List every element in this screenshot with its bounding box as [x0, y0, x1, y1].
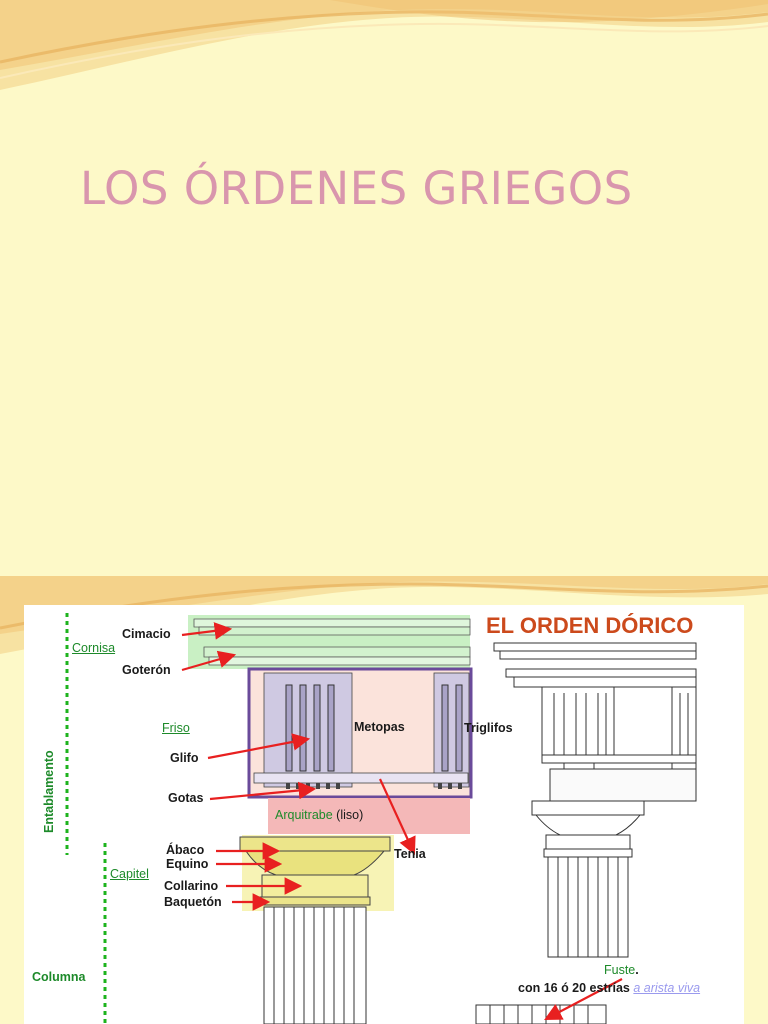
label-baqueton: Baquetón	[164, 895, 222, 909]
label-entablamento: Entablamento	[42, 750, 56, 833]
diagram-heading: EL ORDEN DÓRICO	[486, 613, 694, 638]
label-columna: Columna	[32, 970, 86, 984]
label-cimacio: Cimacio	[122, 627, 171, 641]
label-capitel: Capitel	[110, 867, 149, 881]
label-tenia: Tenia	[394, 847, 426, 861]
label-friso: Friso	[162, 721, 190, 735]
label-metopas: Metopas	[354, 720, 405, 734]
decorative-wave-top	[0, 0, 768, 90]
label-collarino: Collarino	[164, 879, 219, 893]
slide-title: LOS ÓRDENES GRIEGOS	[0, 0, 768, 215]
link-arista-viva[interactable]: a arista viva	[633, 981, 701, 995]
label-fuste-group: Fuste.	[604, 963, 639, 977]
slide-title-text: LOS ÓRDENES GRIEGOS	[80, 162, 633, 215]
label-triglifos: Triglifos	[464, 721, 513, 735]
slide-gap	[0, 512, 768, 576]
label-gotas: Gotas	[168, 791, 204, 805]
label-estrias: con 16 ó 20 estrías	[518, 981, 630, 995]
label-arquitrabe: Arquitrabe	[275, 808, 333, 822]
label-goteron: Goterón	[122, 663, 171, 677]
label-arquitrabe-note: (liso)	[336, 808, 364, 822]
label-equino: Equino	[166, 857, 209, 871]
label-arquitrabe-group: Arquitrabe (liso)	[275, 808, 363, 822]
label-fuste-punct: .	[635, 963, 639, 977]
doric-order-drawing	[65, 613, 697, 1024]
doric-order-diagram: EL ORDEN DÓRICO Entablamento Cornisa Cim…	[24, 605, 744, 1024]
label-estrias-group: con 16 ó 20 estrías a arista viva	[518, 981, 700, 995]
label-abaco: Ábaco	[166, 843, 205, 857]
label-fuste: Fuste	[604, 963, 636, 977]
label-glifo: Glifo	[170, 751, 199, 765]
label-cornisa: Cornisa	[72, 641, 116, 655]
